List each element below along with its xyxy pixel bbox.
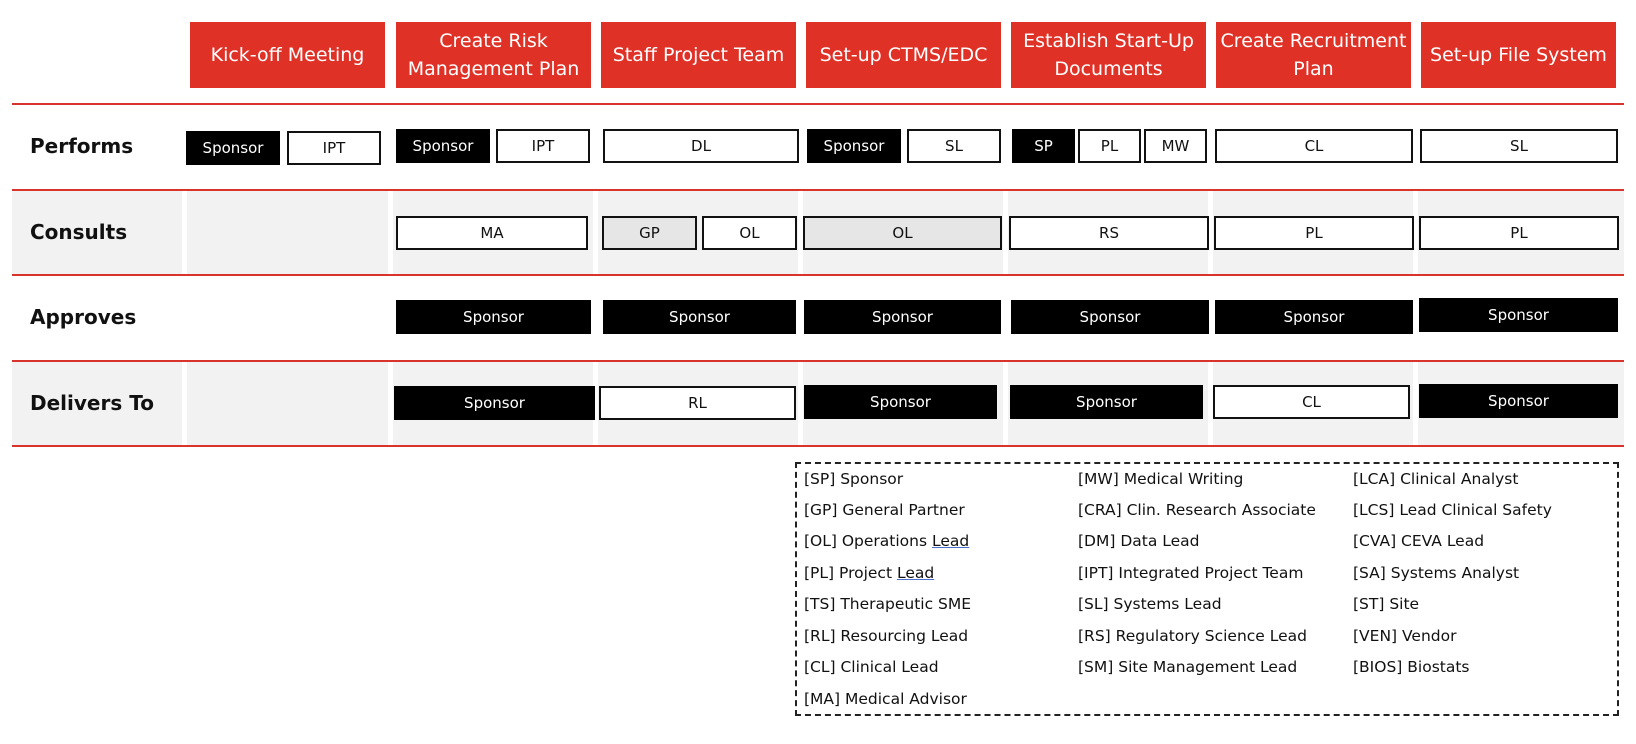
legend-item: [SP] Sponsor bbox=[804, 470, 904, 488]
performs-ctms-sl: SL bbox=[907, 129, 1001, 163]
column-header-file-system: Set-up File System bbox=[1421, 22, 1616, 88]
legend-item: [OL] Operations Lead bbox=[804, 531, 969, 551]
legend-item: [IPT] Integrated Project Team bbox=[1078, 564, 1304, 582]
legend-item-prefix: [PL] Project bbox=[804, 564, 897, 582]
consults-risk-ma: MA bbox=[396, 216, 588, 250]
row-label-delivers-to: Delivers To bbox=[30, 391, 154, 415]
performs-kickoff-ipt: IPT bbox=[287, 131, 381, 165]
legend-item: [VEN] Vendor bbox=[1353, 627, 1457, 645]
performs-staff-dl: DL bbox=[603, 129, 799, 163]
legend-item: [CL] Clinical Lead bbox=[804, 658, 939, 676]
performs-risk-sponsor: Sponsor bbox=[396, 129, 490, 163]
approves-risk-sponsor: Sponsor bbox=[396, 300, 591, 334]
consults-file-pl: PL bbox=[1419, 216, 1619, 250]
consults-recruitment-pl: PL bbox=[1214, 216, 1414, 250]
role-legend bbox=[795, 462, 1619, 716]
column-header-ctms-edc: Set-up CTMS/EDC bbox=[806, 22, 1001, 88]
performs-risk-ipt: IPT bbox=[496, 129, 590, 163]
performs-kickoff-sponsor: Sponsor bbox=[186, 131, 280, 165]
approves-recruitment-sponsor: Sponsor bbox=[1215, 300, 1413, 334]
consults-startup-rs: RS bbox=[1009, 216, 1209, 250]
legend-item: [SM] Site Management Lead bbox=[1078, 658, 1298, 676]
row-label-approves: Approves bbox=[30, 305, 137, 329]
legend-item: [SL] Systems Lead bbox=[1078, 595, 1222, 613]
rule-2 bbox=[12, 274, 1624, 276]
legend-item: [GP] General Partner bbox=[804, 501, 965, 519]
legend-item: [ST] Site bbox=[1353, 595, 1420, 613]
rule-top bbox=[12, 103, 1624, 105]
delivers-ctms-sponsor: Sponsor bbox=[804, 385, 997, 419]
legend-item: [LCA] Clinical Analyst bbox=[1353, 470, 1519, 488]
performs-startup-mw: MW bbox=[1144, 129, 1207, 163]
legend-item: [DM] Data Lead bbox=[1078, 532, 1200, 550]
legend-item: [MW] Medical Writing bbox=[1078, 470, 1244, 488]
legend-item: [MA] Medical Advisor bbox=[804, 690, 967, 708]
rule-bottom bbox=[12, 445, 1624, 447]
legend-item-underlined: Lead bbox=[932, 532, 970, 550]
approves-startup-sponsor: Sponsor bbox=[1011, 300, 1209, 334]
row-label-consults: Consults bbox=[30, 220, 128, 244]
consults-ctms-ol: OL bbox=[803, 216, 1002, 250]
performs-startup-sp: SP bbox=[1012, 129, 1075, 163]
legend-item: [LCS] Lead Clinical Safety bbox=[1353, 501, 1552, 519]
approves-ctms-sponsor: Sponsor bbox=[804, 300, 1001, 334]
delivers-file-sponsor: Sponsor bbox=[1419, 384, 1618, 418]
rule-3 bbox=[12, 360, 1624, 362]
legend-item: [RS] Regulatory Science Lead bbox=[1078, 627, 1307, 645]
consults-staff-ol: OL bbox=[702, 216, 797, 250]
legend-item: [TS] Therapeutic SME bbox=[804, 595, 972, 613]
performs-file-sl: SL bbox=[1420, 129, 1618, 163]
consults-staff-gp: GP bbox=[602, 216, 697, 250]
delivers-recruitment-cl: CL bbox=[1213, 385, 1410, 419]
legend-item: [RL] Resourcing Lead bbox=[804, 627, 969, 645]
legend-item: [PL] Project Lead bbox=[804, 563, 934, 583]
performs-startup-pl: PL bbox=[1078, 129, 1141, 163]
column-header-startup-docs: Establish Start-Up Documents bbox=[1011, 22, 1206, 88]
delivers-risk-sponsor: Sponsor bbox=[394, 386, 595, 420]
legend-item: [CVA] CEVA Lead bbox=[1353, 532, 1485, 550]
row-label-performs: Performs bbox=[30, 134, 134, 158]
column-header-risk-plan: Create Risk Management Plan bbox=[396, 22, 591, 88]
legend-item: [SA] Systems Analyst bbox=[1353, 564, 1520, 582]
column-header-recruitment: Create Recruitment Plan bbox=[1216, 22, 1411, 88]
legend-item-underlined: Lead bbox=[896, 564, 935, 582]
approves-file-sponsor: Sponsor bbox=[1419, 298, 1618, 332]
column-header-kickoff: Kick-off Meeting bbox=[190, 22, 385, 88]
column-header-staff-team: Staff Project Team bbox=[601, 22, 796, 88]
delivers-startup-sponsor: Sponsor bbox=[1010, 385, 1203, 419]
performs-ctms-sponsor: Sponsor bbox=[807, 129, 901, 163]
legend-item-prefix: [OL] Operations bbox=[804, 532, 932, 550]
delivers-staff-rl: RL bbox=[599, 386, 796, 420]
rule-1 bbox=[12, 189, 1624, 191]
performs-recruitment-cl: CL bbox=[1215, 129, 1413, 163]
legend-item: [CRA] Clin. Research Associate bbox=[1078, 501, 1316, 519]
legend-item: [BIOS] Biostats bbox=[1353, 658, 1470, 676]
approves-staff-sponsor: Sponsor bbox=[603, 300, 796, 334]
